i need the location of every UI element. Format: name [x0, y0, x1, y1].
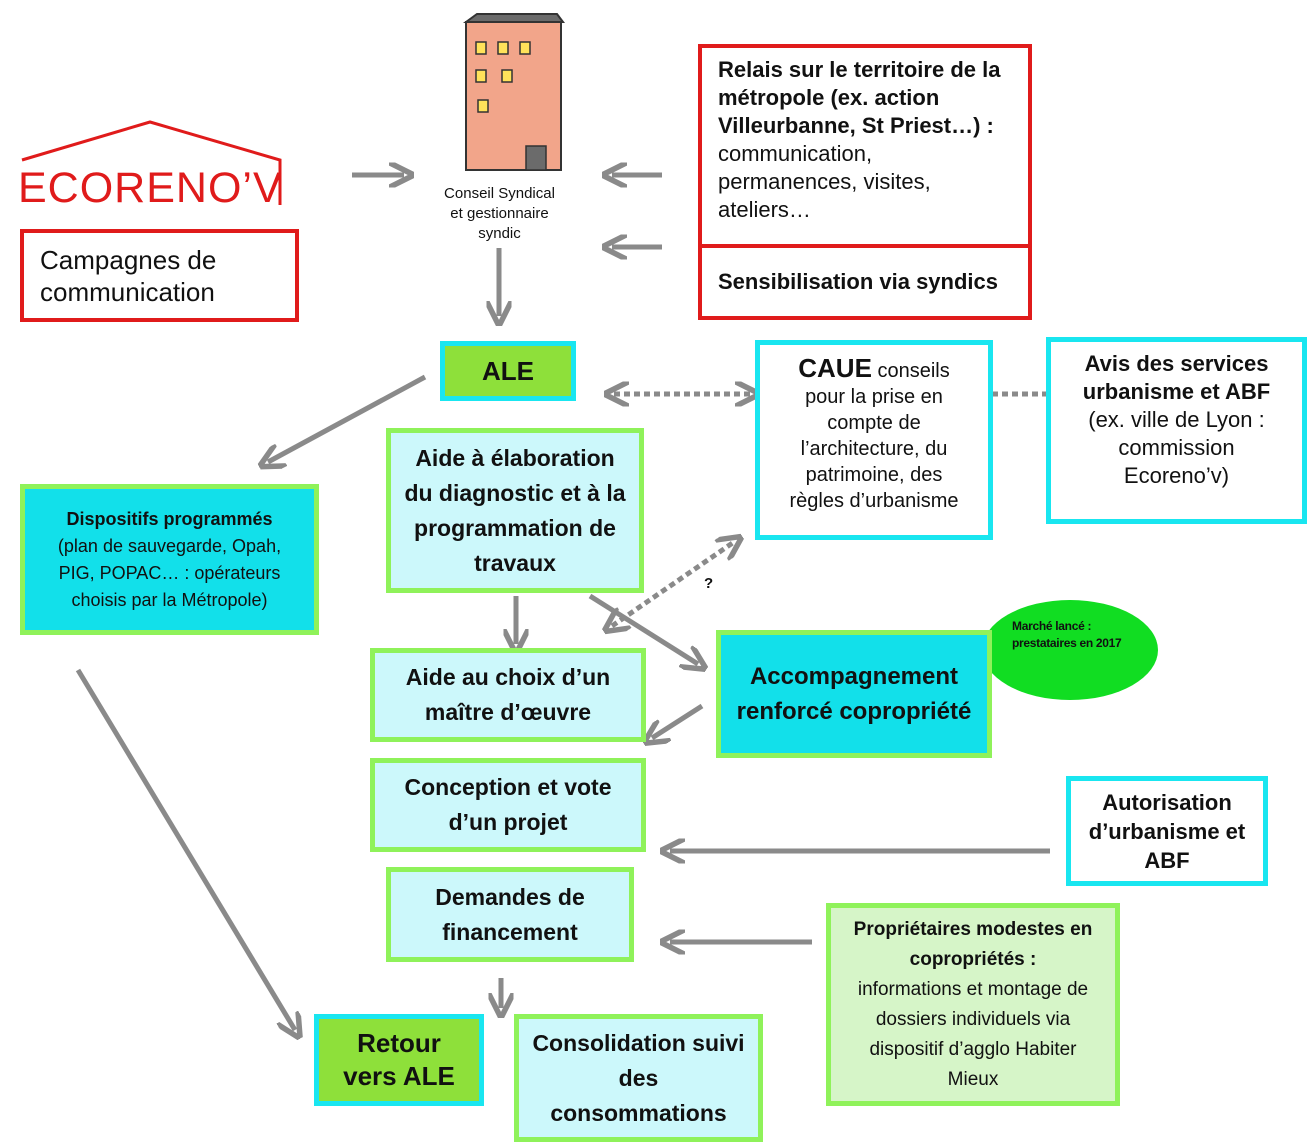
marche-text: Marché lancé : prestataires en 2017 — [1012, 619, 1122, 650]
dispositifs-bold: Dispositifs programmés — [66, 508, 273, 529]
aide-choix-box: Aide au choix d’un maître d’œuvre — [370, 648, 646, 742]
consolidation-box: Consolidation suivi des consommations — [514, 1014, 763, 1142]
ale-box: ALE — [440, 341, 576, 401]
conception-text: Conception et vote d’un projet — [404, 774, 612, 835]
caue-box: CAUE conseils pour la prise en compte de… — [755, 340, 993, 540]
ale-text: ALE — [482, 355, 534, 386]
relais-bold: Relais sur le territoire de la métropole… — [718, 57, 1001, 138]
building-label-line-3: syndic — [478, 225, 521, 242]
campaign-box: Campagnes de communication — [20, 229, 299, 322]
demandes-text: Demandes de financement — [435, 883, 585, 945]
sensibilisation-text: Sensibilisation via syndics — [718, 269, 998, 294]
avis-box: Avis des services urbanisme et ABF (ex. … — [1046, 337, 1307, 524]
accompagnement-text: Accompagnement renforcé copropriété — [736, 663, 972, 725]
retour-text: Retour vers ALE — [343, 1028, 455, 1091]
arrow-diag-to-accompagnement — [588, 593, 698, 664]
accompagnement-box: Accompagnement renforcé copropriété — [716, 630, 992, 758]
avis-normal: (ex. ville de Lyon : commission Ecoreno’… — [1088, 407, 1265, 488]
dispositifs-normal: (plan de sauvegarde, Opah, PIG, POPAC… :… — [57, 535, 282, 610]
relais-box: Relais sur le territoire de la métropole… — [698, 44, 1032, 248]
building-label-line-1: Conseil Syndical — [444, 185, 555, 202]
aide-diagnostic-text: Aide à élaboration du diagnostic et à la… — [404, 444, 626, 576]
logo-text: ECORENO’V — [18, 163, 283, 212]
caue-bold: CAUE — [798, 353, 872, 383]
proprietaires-normal: informations et montage de dossiers indi… — [857, 978, 1089, 1090]
dotted-aide-caue — [612, 542, 734, 626]
demandes-box: Demandes de financement — [386, 867, 634, 962]
arrow-dispositifs-to-retour — [75, 668, 295, 1030]
retour-box: Retour vers ALE — [314, 1014, 484, 1106]
autorisation-text: Autorisation d’urbanisme et ABF — [1088, 789, 1246, 873]
aide-diagnostic-box: Aide à élaboration du diagnostic et à la… — [386, 428, 644, 593]
dispositifs-box: Dispositifs programmés (plan de sauvegar… — [20, 484, 319, 635]
conception-box: Conception et vote d’un projet — [370, 758, 646, 852]
campaign-text: Campagnes de communication — [40, 244, 217, 307]
logo-roof — [21, 120, 282, 205]
proprietaires-box: Propriétaires modestes en copropriétés :… — [826, 903, 1120, 1106]
marche-label: Marché lancé : prestataires en 2017 — [1012, 618, 1124, 678]
caue-rest: conseils pour la prise en compte de l’ar… — [789, 360, 959, 512]
consolidation-text: Consolidation suivi des consommations — [532, 1029, 745, 1126]
sensibilisation-box: Sensibilisation via syndics — [698, 244, 1032, 320]
question-mark: ? — [704, 575, 714, 592]
arrow-ale-to-dispositifs — [268, 374, 427, 462]
arrow-accompagnement-to-choix — [652, 703, 704, 738]
building-icon — [462, 13, 565, 171]
building-label-line-2: et gestionnaire — [450, 205, 549, 222]
avis-bold: Avis des services urbanisme et ABF — [1082, 351, 1271, 404]
marche-ellipse — [982, 600, 1158, 700]
building-label: Conseil Syndical et gestionnaire syndic — [402, 182, 597, 246]
proprietaires-bold: Propriétaires modestes en copropriétés : — [853, 918, 1093, 970]
aide-choix-text: Aide au choix d’un maître d’œuvre — [405, 664, 611, 725]
ecorenov-logo: ECORENO’V — [18, 162, 283, 214]
autorisation-box: Autorisation d’urbanisme et ABF — [1066, 776, 1268, 886]
relais-normal: communication, permanences, visites, ate… — [718, 141, 931, 222]
